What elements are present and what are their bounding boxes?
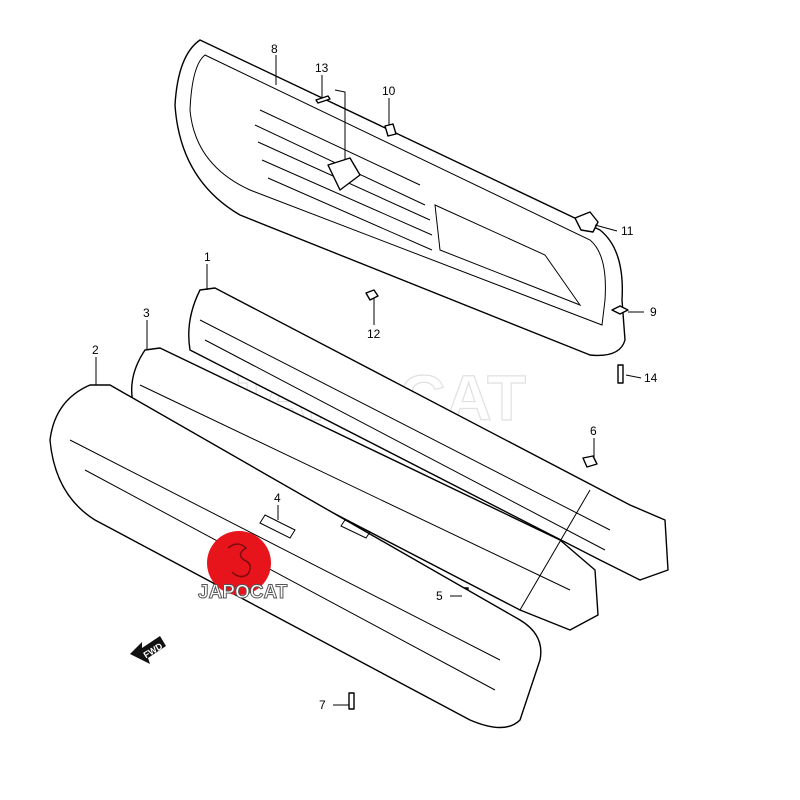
bolt-6[interactable] [582, 455, 598, 468]
logo-text: JAPOCAT [198, 582, 288, 603]
callout-14: 14 [644, 371, 658, 385]
callout-5: 5 [436, 589, 443, 603]
callout-4: 4 [274, 491, 281, 505]
callout-13: 13 [315, 61, 329, 75]
callout-7: 7 [319, 698, 326, 712]
callout-2: 2 [92, 343, 99, 357]
clip-10[interactable] [384, 123, 397, 137]
nut-9[interactable] [611, 305, 629, 315]
bumper-reinforcement-part-1[interactable] [188, 287, 669, 581]
leader-lines [95, 55, 644, 706]
clip-12[interactable] [365, 289, 379, 301]
screw-13[interactable] [315, 95, 331, 104]
screw-14[interactable] [617, 364, 624, 384]
bracket-11[interactable] [574, 211, 599, 233]
japocat-logo: JAPOCAT [198, 531, 288, 604]
callout-6: 6 [590, 424, 597, 438]
callout-9: 9 [650, 305, 657, 319]
callout-11: 11 [621, 224, 634, 238]
screw-7[interactable] [348, 692, 355, 710]
callout-8: 8 [271, 42, 278, 56]
callout-labels: 8 13 10 11 9 12 14 1 3 2 6 4 5 7 [92, 42, 658, 712]
callout-10: 10 [382, 84, 396, 98]
callout-12: 12 [367, 327, 381, 341]
callout-3: 3 [143, 306, 150, 320]
forward-direction-arrow: FWD [130, 636, 166, 664]
callout-1: 1 [204, 250, 211, 264]
bumper-cover-part-2[interactable] [49, 384, 542, 729]
grille-part-8[interactable] [174, 39, 626, 357]
